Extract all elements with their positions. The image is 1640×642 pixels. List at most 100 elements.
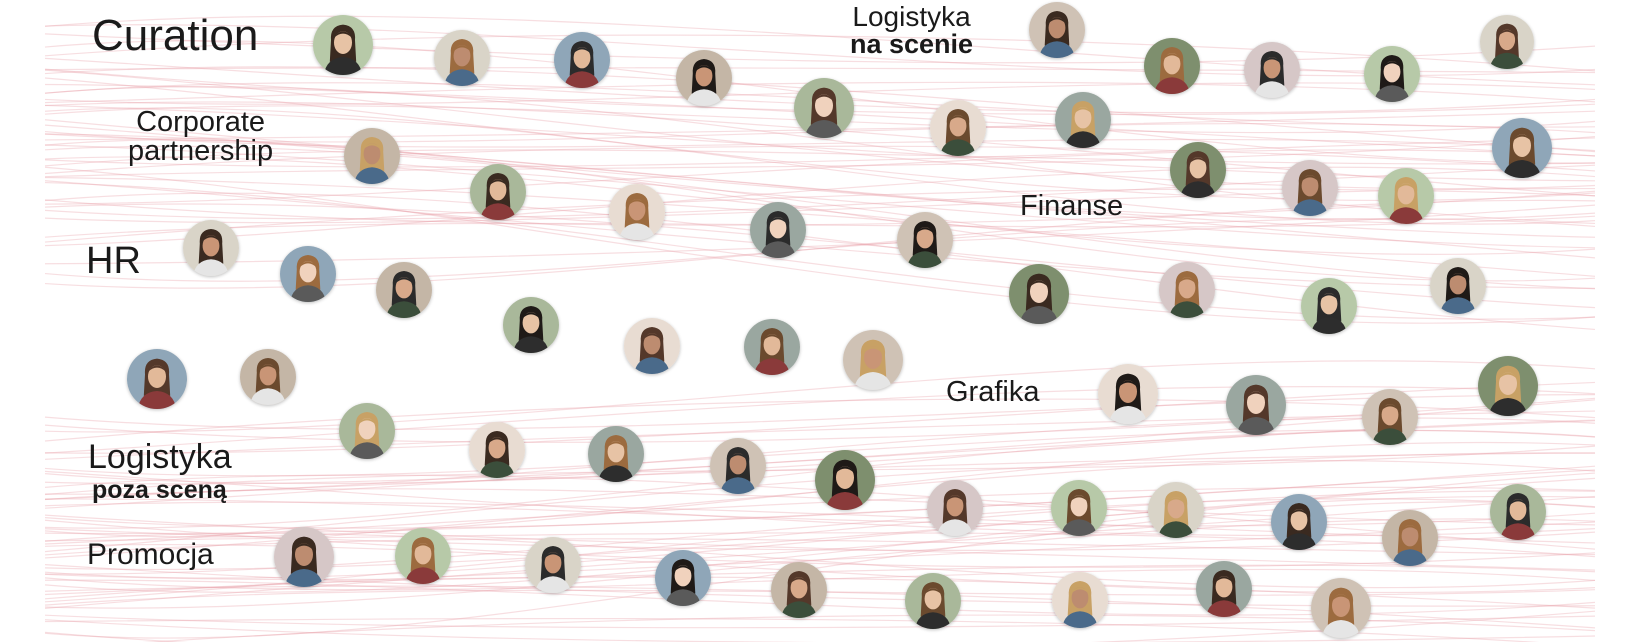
background-curve bbox=[44, 452, 1596, 501]
background-curve bbox=[44, 470, 1596, 537]
member-avatar bbox=[1301, 278, 1357, 334]
background-curve bbox=[44, 164, 1596, 220]
avatar-photo-icon bbox=[1226, 375, 1286, 435]
member-avatar bbox=[1159, 262, 1215, 318]
avatar-photo-icon bbox=[655, 550, 711, 606]
avatar-photo-icon bbox=[469, 422, 525, 478]
member-avatar bbox=[469, 422, 525, 478]
member-avatar bbox=[1170, 142, 1226, 198]
avatar-photo-icon bbox=[1480, 15, 1534, 69]
member-avatar bbox=[1226, 375, 1286, 435]
avatar-photo-icon bbox=[744, 319, 800, 375]
member-avatar bbox=[676, 50, 732, 106]
background-curve bbox=[44, 445, 1596, 496]
avatar-photo-icon bbox=[815, 450, 875, 510]
background-curve bbox=[44, 166, 1596, 324]
background-curve bbox=[44, 67, 1596, 74]
background-curve bbox=[44, 145, 1596, 175]
team-label-grafika: Grafika bbox=[946, 376, 1040, 408]
background-curve bbox=[44, 122, 1596, 143]
member-avatar bbox=[525, 537, 581, 593]
avatar-photo-icon bbox=[1364, 46, 1420, 102]
avatar-photo-icon bbox=[609, 184, 665, 240]
member-avatar bbox=[843, 330, 903, 390]
avatar-photo-icon bbox=[127, 349, 187, 409]
background-curve bbox=[44, 33, 1596, 64]
member-avatar bbox=[905, 573, 961, 629]
background-curve bbox=[44, 181, 1596, 320]
avatar-photo-icon bbox=[1052, 572, 1108, 628]
avatar-photo-icon bbox=[1492, 118, 1552, 178]
avatar-photo-icon bbox=[1051, 480, 1107, 536]
member-avatar bbox=[1282, 160, 1338, 216]
background-curve bbox=[44, 495, 1596, 579]
background-curve bbox=[44, 469, 1596, 529]
member-avatar bbox=[1378, 168, 1434, 224]
background-curve bbox=[44, 498, 1596, 527]
avatar-photo-icon bbox=[376, 262, 432, 318]
background-curve bbox=[44, 532, 1596, 589]
avatar-photo-icon bbox=[395, 528, 451, 584]
background-curve bbox=[44, 180, 1596, 289]
background-curve bbox=[44, 144, 1596, 249]
background-curve bbox=[44, 139, 1596, 282]
member-avatar bbox=[183, 220, 239, 276]
member-avatar bbox=[655, 550, 711, 606]
team-label-finanse: Finanse bbox=[1020, 190, 1124, 222]
background-curve bbox=[44, 107, 1596, 225]
member-avatar bbox=[503, 297, 559, 353]
member-avatar bbox=[1382, 510, 1438, 566]
background-curve bbox=[44, 360, 1596, 433]
background-curve bbox=[44, 452, 1596, 559]
avatar-photo-icon bbox=[794, 78, 854, 138]
member-avatar bbox=[930, 100, 986, 156]
member-avatar bbox=[470, 164, 526, 220]
background-curve bbox=[44, 472, 1596, 593]
avatar-photo-icon bbox=[897, 212, 953, 268]
avatar-photo-icon bbox=[1244, 42, 1300, 98]
background-curve bbox=[44, 381, 1596, 454]
member-avatar bbox=[1052, 572, 1108, 628]
member-avatar bbox=[434, 30, 490, 86]
avatar-photo-icon bbox=[1159, 262, 1215, 318]
avatar-photo-icon bbox=[1009, 264, 1069, 324]
background-curve bbox=[44, 86, 1596, 225]
avatar-photo-icon bbox=[1478, 356, 1538, 416]
member-avatar bbox=[376, 262, 432, 318]
member-avatar bbox=[1196, 561, 1252, 617]
member-avatar bbox=[1029, 2, 1085, 58]
background-curve bbox=[44, 459, 1596, 553]
member-avatar bbox=[127, 349, 187, 409]
member-avatar bbox=[1051, 480, 1107, 536]
team-label-logistyka-poza-scena: Logistyka poza sceną bbox=[88, 438, 232, 504]
avatar-photo-icon bbox=[344, 128, 400, 184]
avatar-photo-icon bbox=[1490, 484, 1546, 540]
member-avatar bbox=[624, 318, 680, 374]
member-avatar bbox=[1478, 356, 1538, 416]
member-avatar bbox=[750, 202, 806, 258]
background-curve bbox=[44, 532, 1596, 558]
member-avatar bbox=[927, 480, 983, 536]
member-avatar bbox=[897, 212, 953, 268]
avatar-photo-icon bbox=[183, 220, 239, 276]
background-curve bbox=[44, 610, 1596, 642]
team-label-logistyka-na-scenie: Logistyka na scenie bbox=[850, 1, 974, 59]
avatar-photo-icon bbox=[313, 15, 373, 75]
avatar-photo-icon bbox=[1098, 364, 1158, 424]
background-curve bbox=[44, 130, 1596, 152]
background-curve bbox=[44, 385, 1596, 454]
avatar-photo-icon bbox=[240, 349, 296, 405]
background-curve bbox=[44, 619, 1596, 642]
avatar-photo-icon bbox=[588, 426, 644, 482]
member-avatar bbox=[274, 527, 334, 587]
team-label-corporate-partnership: Corporate partnership bbox=[128, 106, 274, 167]
member-avatar bbox=[1009, 264, 1069, 324]
avatar-photo-icon bbox=[927, 480, 983, 536]
member-avatar bbox=[1098, 364, 1158, 424]
member-avatar bbox=[710, 438, 766, 494]
background-curve bbox=[44, 474, 1596, 550]
avatar-photo-icon bbox=[274, 527, 334, 587]
avatar-photo-icon bbox=[470, 164, 526, 220]
background-curve bbox=[44, 538, 1596, 556]
